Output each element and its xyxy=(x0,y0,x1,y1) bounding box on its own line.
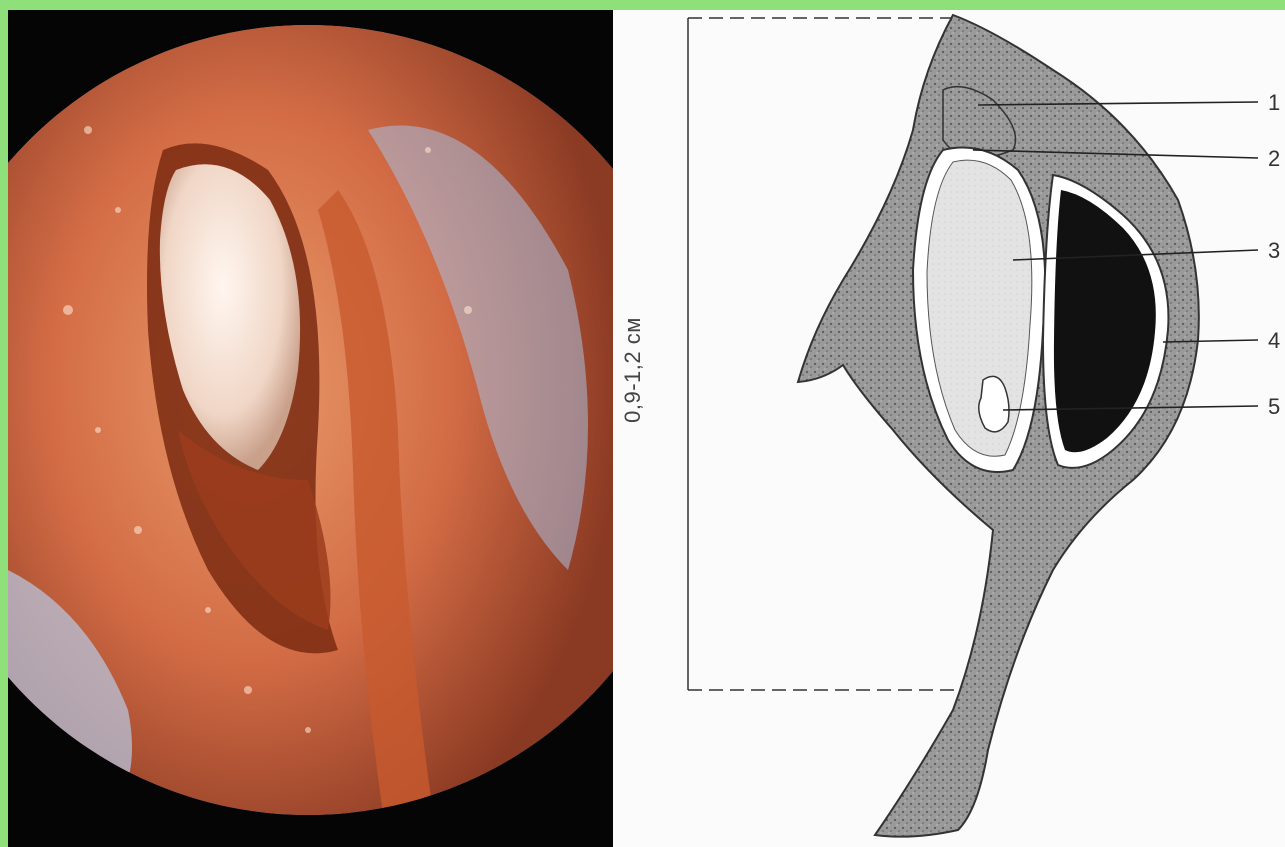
callout-5: 5 xyxy=(1268,394,1280,420)
dimension-label: 0,9-1,2 см xyxy=(620,317,646,423)
callout-4: 4 xyxy=(1268,328,1280,354)
callout-1: 1 xyxy=(1268,90,1280,116)
microscope-photo xyxy=(8,10,621,847)
callout-3: 3 xyxy=(1268,238,1280,264)
drawing-illustration xyxy=(613,10,1285,847)
figure-frame: 0,9-1,2 см 1 2 3 4 5 xyxy=(8,10,1285,847)
photo-illustration xyxy=(8,10,621,847)
callout-2: 2 xyxy=(1268,146,1280,172)
botanical-drawing: 0,9-1,2 см 1 2 3 4 5 xyxy=(613,10,1285,847)
